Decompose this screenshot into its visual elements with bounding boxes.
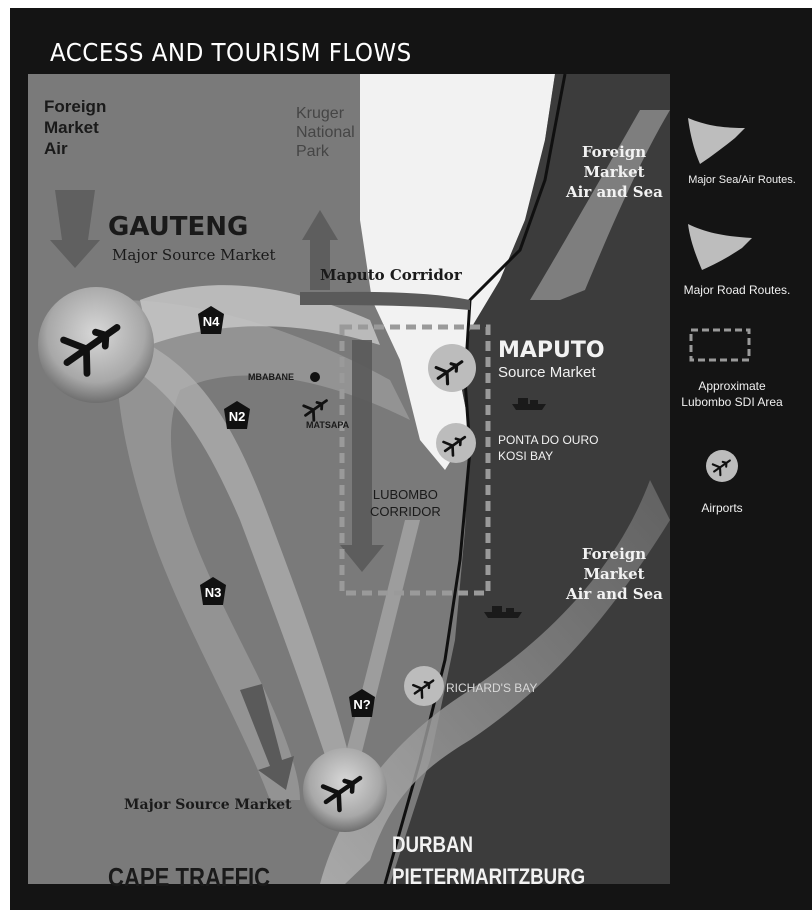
maputo-corridor-arrow: [300, 291, 470, 310]
airplane-icon: [60, 324, 121, 377]
sea-flow-band-top: [530, 110, 670, 300]
label-durban: DURBAN: [392, 832, 474, 857]
label-cape-source-market: Major Source Market: [124, 797, 292, 813]
road-shield-icon: [349, 689, 375, 717]
map-title: ACCESS AND TOURISM FLOWS: [50, 38, 412, 67]
label-cape-traffic: CAPE TRAFFIC: [108, 862, 271, 892]
road-shield-n4: N4: [197, 305, 225, 335]
label-richards-bay: RICHARD'S BAY: [446, 681, 538, 695]
road-shield-n3: N3: [199, 576, 227, 606]
label-ponta-kosi: PONTA DO OURO KOSI BAY: [498, 433, 599, 463]
legend-airport-symbol: [706, 450, 738, 482]
label-pietermaritzburg: PIETERMARITZBURG: [392, 864, 586, 889]
road-shield-icon: [198, 306, 224, 334]
n3-flow-band: [135, 345, 350, 770]
label-maputo: MAPUTO: [498, 338, 605, 363]
lubombo-corridor-arrow: [340, 340, 384, 572]
legend-road-symbol: [688, 224, 752, 270]
label-foreign-air-sea-top: Foreign Market Air and Sea: [566, 143, 663, 201]
legend-road-label: Major Road Routes.: [683, 283, 791, 297]
legend-sea-air-symbol: [688, 118, 745, 164]
airplane-icon: [442, 435, 467, 457]
label-lubombo-corridor: LUBOMBO CORRIDOR: [370, 487, 441, 519]
gauteng-east-flow: [140, 285, 380, 345]
legend-airports-label: Airports: [701, 501, 743, 515]
label-foreign-air-sea-bottom: Foreign Market Air and Sea: [566, 545, 663, 603]
road-shield-icon: [200, 577, 226, 605]
label-foreign-air: Foreign Market Air: [44, 97, 107, 158]
road-shield-n2: N2: [223, 400, 251, 430]
sea-area: [390, 74, 670, 884]
foreign-air-arrow: [50, 190, 100, 268]
label-gauteng-sub: Major Source Market: [112, 246, 276, 264]
kruger-arrow: [302, 210, 338, 290]
road-shield-n-unknown: N?: [348, 688, 376, 718]
sea-flow-band-bottom: [320, 480, 670, 884]
road-shield-icon: [224, 401, 250, 429]
legend-sdi-symbol: [689, 328, 751, 362]
mozambique-land: [360, 74, 555, 470]
label-maputo-corridor: Maputo Corridor: [320, 266, 462, 284]
city-dot-icon: [310, 372, 320, 382]
ship-icon: [512, 398, 546, 410]
label-kruger-park: Kruger National Park: [296, 105, 355, 160]
label-matsapa: MATSAPA: [306, 420, 350, 430]
airplane-icon: [412, 679, 435, 699]
legend-sdi-label: Approximate Lubombo SDI Area: [681, 379, 783, 409]
label-mbabane: MBABANE: [248, 372, 294, 382]
legend-sea-air-label: Major Sea/Air Routes.: [688, 174, 796, 186]
airplane-icon: [434, 360, 464, 386]
lubombo-sdi-area: [339, 324, 491, 596]
coastline: [383, 73, 567, 885]
airplane-icon: [320, 775, 363, 813]
cape-traffic-arrow: [240, 684, 294, 790]
label-maputo-sub: Source Market: [498, 364, 596, 381]
label-gauteng: GAUTENG: [108, 212, 249, 242]
airplane-icon: [302, 399, 328, 422]
ship-icon: [484, 606, 522, 618]
